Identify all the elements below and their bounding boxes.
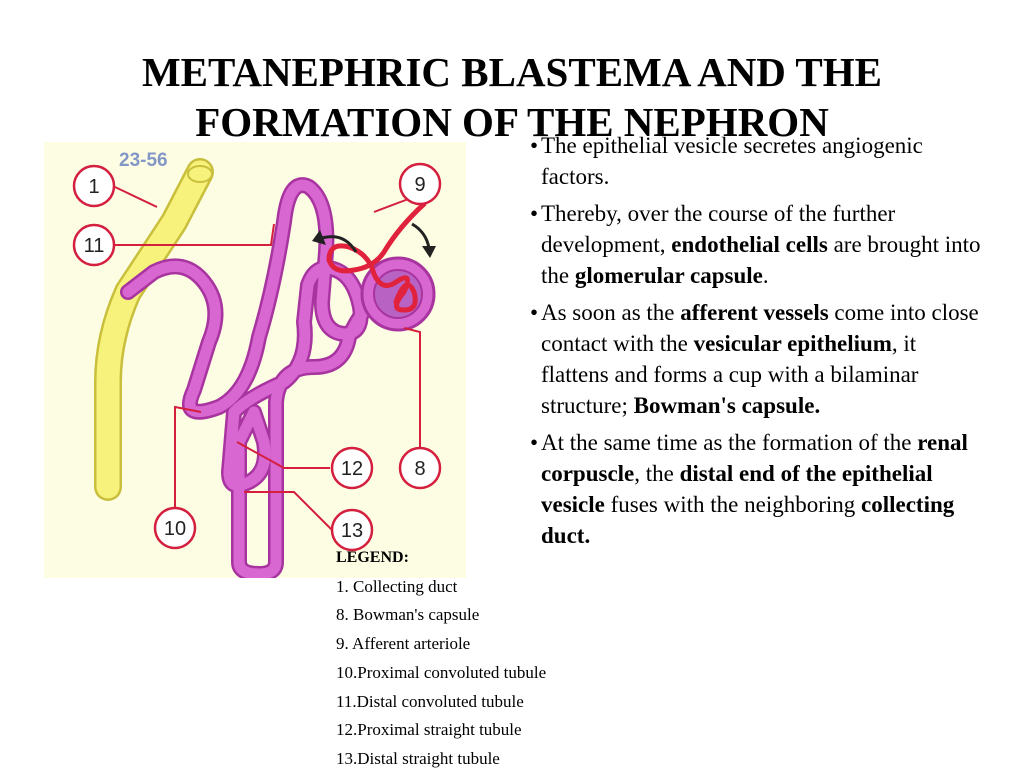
bullet-emphasis: glomerular capsule	[574, 263, 763, 288]
afferent-arteriole	[326, 201, 427, 313]
bullet-list: The epithelial vesicle secretes angiogen…	[530, 130, 982, 557]
legend-title: LEGEND:	[336, 549, 409, 566]
arrow-right-icon	[411, 222, 431, 249]
callout-11-label: 11	[84, 235, 105, 257]
collecting-duct-opening	[187, 165, 213, 183]
callout-10-label: 10	[164, 518, 186, 540]
legend: LEGEND: 1. Collecting duct 8. Bowman's c…	[336, 544, 546, 774]
bullet-text: The epithelial vesicle secretes angiogen…	[541, 133, 923, 189]
callout-9-circle	[398, 162, 442, 206]
callout-12-label: 12	[341, 458, 363, 480]
arrow-left-icon	[321, 235, 358, 253]
callout-1-circle	[72, 164, 116, 208]
legend-item: 12.Proximal straight tubule	[336, 720, 522, 740]
legend-item: 1. Collecting duct	[336, 576, 458, 596]
arrowhead-left-icon	[312, 230, 326, 245]
callout-8-leader	[403, 327, 421, 460]
callout-10-circle	[153, 506, 197, 550]
slide-title: METANEPHRIC BLASTEMA AND THE FORMATION O…	[0, 47, 1024, 147]
callout-9-leader	[373, 197, 412, 213]
bullet-emphasis: endothelial cells	[671, 232, 828, 257]
legend-item: 11.Distal convoluted tubule	[336, 691, 524, 711]
bullet-text: , the	[634, 461, 680, 486]
callout-13-leader	[244, 491, 333, 531]
callout-13-label: 13	[341, 520, 363, 542]
bullet-emphasis: renal corpuscle	[541, 430, 968, 486]
bullet-text: come into close contact with the	[541, 300, 979, 356]
callout-8-circle	[398, 446, 442, 490]
figure-number: 23-56	[119, 150, 168, 171]
bullet-emphasis: vesicular epithelium	[693, 331, 892, 356]
callout-1-label: 1	[88, 176, 99, 198]
legend-item: 13.Distal straight tubule	[336, 748, 500, 768]
bullet-item: The epithelial vesicle secretes angiogen…	[530, 130, 982, 192]
slide-title-line: METANEPHRIC BLASTEMA AND THE	[141, 49, 883, 96]
callout-12-leader	[236, 441, 330, 469]
bullet-emphasis: distal end of the epithelial vesicle	[541, 461, 933, 517]
callout-13-circle	[330, 508, 374, 552]
bullet-item: At the same time as the formation of the…	[530, 427, 982, 551]
bullet-text: fuses with the neighboring	[604, 492, 862, 517]
arrowhead-right-icon	[422, 246, 436, 258]
bullet-item: Thereby, over the course of the further …	[530, 198, 982, 291]
callout-8-label: 8	[414, 458, 425, 480]
callout-10-leader	[174, 405, 202, 528]
bullet-emphasis: collecting duct.	[541, 492, 955, 548]
callout-1-leader	[114, 186, 158, 208]
callout-9-label: 9	[414, 174, 425, 196]
legend-item: 9. Afferent arteriole	[336, 634, 471, 654]
bullet-text: Thereby, over the course of the further …	[541, 201, 896, 257]
bullet-emphasis: afferent vessels	[680, 300, 829, 325]
legend-item: 8. Bowman's capsule	[336, 605, 480, 625]
callout-12-circle	[330, 446, 374, 490]
bullet-emphasis: Bowman's capsule.	[633, 393, 821, 418]
callout-11-circle	[72, 223, 116, 267]
bullet-item: As soon as the afferent vessels come int…	[530, 297, 982, 421]
bullet-text: are brought into the	[541, 232, 981, 288]
bullet-text: At the same time as the formation of the	[541, 430, 918, 455]
callout-11-leader	[115, 223, 275, 246]
bullet-text: As soon as the	[541, 300, 681, 325]
legend-item: 10.Proximal convoluted tubule	[336, 662, 547, 682]
bullet-text: , it flattens and forms a cup with a bil…	[541, 331, 919, 418]
bullet-text: .	[762, 263, 769, 288]
